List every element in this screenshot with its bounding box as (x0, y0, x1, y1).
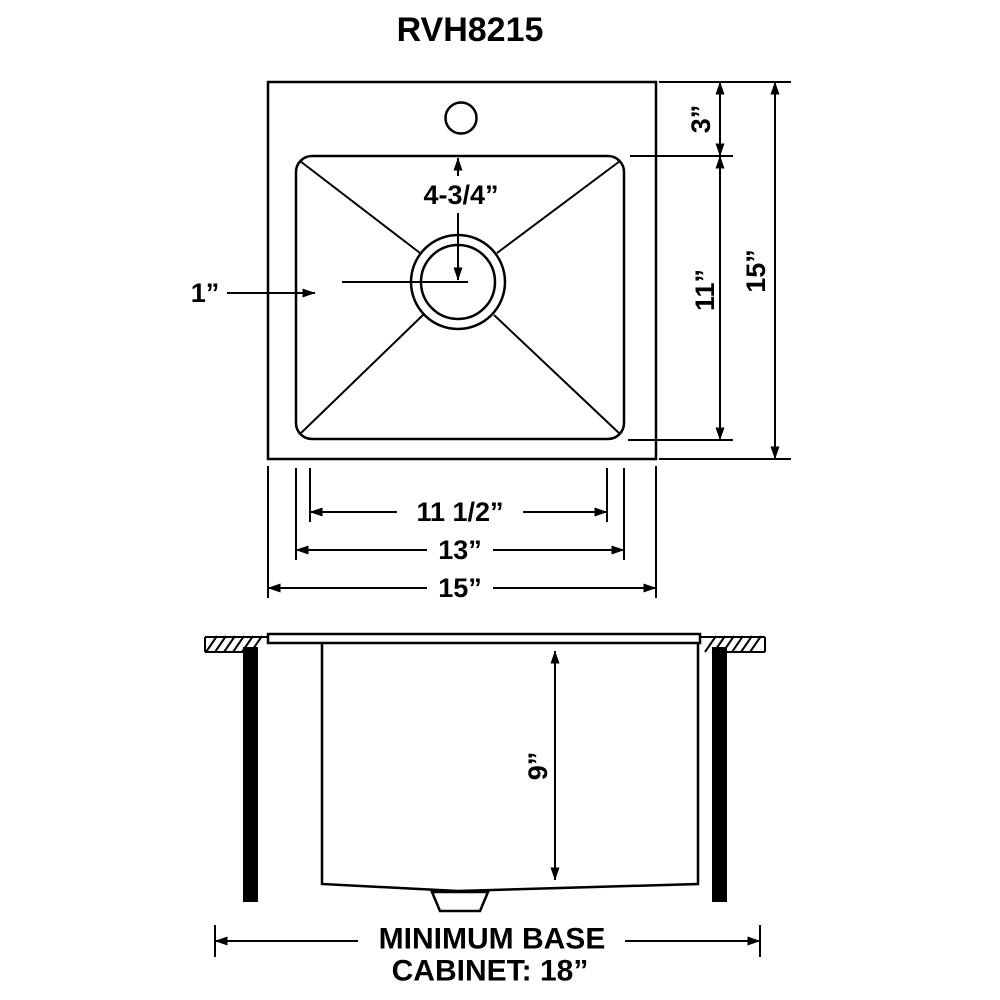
dim-label-deck-depth: 3” (686, 105, 716, 134)
sink-rim-profile (266, 632, 702, 645)
bowl-slope-lines (299, 160, 621, 435)
sink-outer-rim (266, 80, 658, 461)
min-base-cabinet-line2: CABINET: 18” (392, 955, 589, 988)
dim-label-rim-width: 1” (191, 278, 220, 308)
cabinet-wall-right (712, 647, 727, 902)
dim-label-bowl-length: 11” (690, 269, 720, 311)
dims-right-side: 3” 11” 15” (628, 81, 791, 460)
dim-label-bowl-bottom-width: 11 1/2” (416, 497, 503, 527)
footer-dimension: MINIMUM BASE CABINET: 18” (214, 923, 761, 988)
dim-bowl-depth: 9” (523, 650, 560, 881)
dim-faucet-to-drain: 4-3/4” (342, 157, 499, 283)
drain-fitting (430, 890, 490, 913)
dim-rim-width: 1” (191, 278, 316, 308)
faucet-hole (444, 101, 478, 135)
dim-label-bowl-depth: 9” (523, 752, 553, 781)
bowl-profile (320, 643, 700, 893)
side-view: 9” (204, 632, 766, 913)
cabinet-wall-left (243, 647, 258, 902)
dim-label-overall-depth: 15” (741, 249, 771, 293)
dims-bottom: 11 1/2” 13” 15” (267, 466, 657, 603)
min-base-cabinet-line1: MINIMUM BASE (379, 923, 606, 956)
top-view: 4-3/4” 1” 3” 11” 15” 11 (191, 80, 791, 603)
dim-label-overall-width: 15” (438, 573, 482, 603)
dim-label-faucet-to-drain: 4-3/4” (423, 180, 498, 210)
dim-label-bowl-width: 13” (438, 535, 482, 565)
model-number: RVH8215 (397, 11, 544, 49)
sink-bowl-outline (294, 154, 626, 441)
